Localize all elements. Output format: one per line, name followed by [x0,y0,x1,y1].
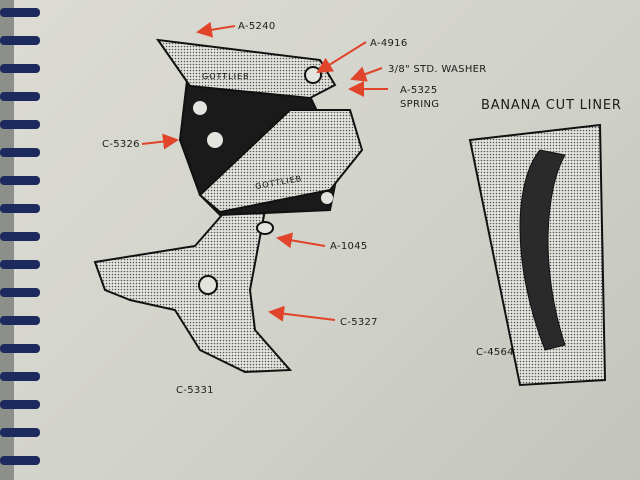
gottlieb-stamp: GOTTLIEB [202,72,250,81]
spiral-binding [0,0,40,480]
label-spring: SPRING [400,99,440,110]
label-a5325: A-5325 [400,85,438,96]
bracket [198,109,364,214]
callout-arrows [141,21,388,322]
label-a1045: A-1045 [330,241,368,252]
label-a5240: A-5240 [238,21,276,32]
section-title: BANANA CUT LINER [481,98,622,113]
label-c4564: C-4564 [476,347,514,358]
label-a4916: A-4916 [370,38,408,49]
label-c5326: C-5326 [102,139,140,150]
label-c5327: C-5327 [340,317,378,328]
top-arm [155,38,337,100]
label-washer: 3/8" STD. WASHER [388,64,487,75]
label-c5331: C-5331 [176,385,214,396]
